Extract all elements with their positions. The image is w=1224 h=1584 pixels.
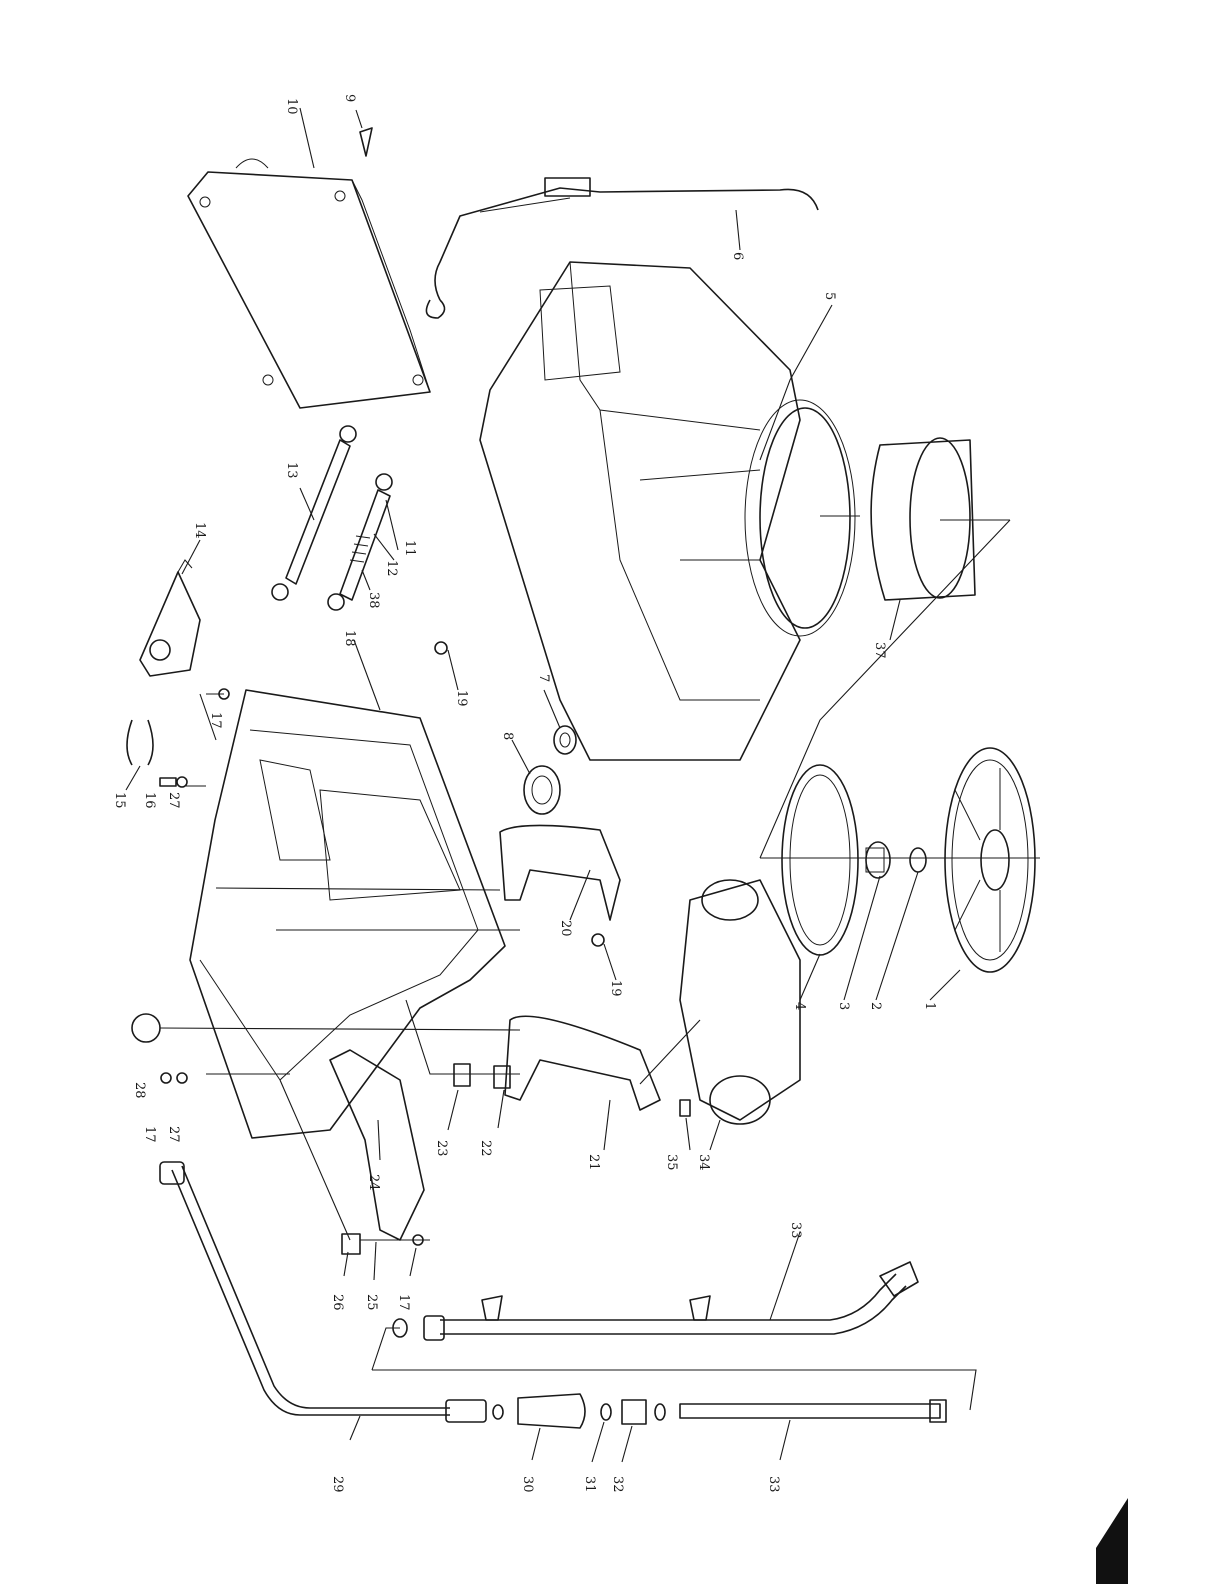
callout-15: 15 — [112, 792, 127, 809]
part-fasteners-left — [132, 689, 229, 1083]
callout-7: 7 — [536, 674, 551, 682]
assembly-center-lines — [160, 516, 1040, 1410]
callout-38: 38 — [366, 592, 381, 609]
part-side-bracket — [330, 1050, 424, 1254]
callout-11: 11 — [402, 540, 417, 557]
callout-36: 35 — [664, 1154, 679, 1171]
part-lid — [945, 748, 1035, 972]
callout-23: 23 — [434, 1140, 449, 1157]
callout-27-left: 27 — [166, 1126, 181, 1143]
callout-14: 14 — [192, 522, 207, 539]
part-bolt — [160, 778, 176, 786]
callout-17-left: 17 — [142, 1126, 157, 1143]
part-screw — [360, 128, 372, 156]
part-wand — [680, 1400, 946, 1422]
callout-5: 5 — [822, 292, 837, 300]
part-tank-neck — [745, 400, 855, 636]
callout-2: 2 — [868, 1002, 883, 1010]
callout-35: 34 — [696, 1154, 711, 1171]
part-fill-nut — [866, 842, 890, 878]
part-washer — [554, 726, 576, 754]
callout-13: 13 — [284, 462, 299, 479]
callout-10: 10 — [284, 98, 299, 115]
part-tank — [480, 262, 800, 760]
callout-leaders — [126, 108, 960, 1462]
callout-25: 25 — [364, 1294, 379, 1311]
part-spray-boom — [393, 1262, 918, 1340]
callout-12: 12 — [384, 560, 399, 577]
callout-1: 1 — [922, 1002, 937, 1010]
callout-19-top: 19 — [454, 690, 469, 707]
part-handle — [446, 1394, 585, 1428]
callout-8: 8 — [500, 732, 515, 740]
part-strainer — [871, 438, 975, 600]
callout-6: 6 — [730, 252, 745, 260]
part-spring-clip — [127, 720, 153, 765]
callout-33: 33 — [766, 1476, 781, 1493]
callout-17-top: 17 — [208, 712, 223, 729]
callout-31: 31 — [582, 1476, 597, 1493]
part-spring-rod — [328, 474, 392, 610]
part-gasket — [782, 765, 858, 955]
callout-30: 30 — [520, 1476, 535, 1493]
part-base-frame — [190, 690, 505, 1138]
callout-34: 33 — [788, 1222, 803, 1239]
callout-22: 22 — [478, 1140, 493, 1157]
part-rod — [272, 426, 356, 600]
part-cover-plate — [188, 159, 430, 408]
callout-3: 3 — [836, 1002, 851, 1010]
callout-28: 28 — [132, 1082, 147, 1099]
part-spacers — [454, 1064, 510, 1088]
part-pump — [680, 880, 800, 1124]
part-hose — [160, 1162, 450, 1415]
page-corner-mark — [1096, 1498, 1128, 1584]
callout-27-top: 27 — [166, 792, 181, 809]
callout-24: 24 — [366, 1174, 381, 1191]
part-o-ring — [910, 848, 926, 872]
callout-32: 32 — [610, 1476, 625, 1493]
callout-26: 26 — [330, 1294, 345, 1311]
part-shut-off-valve — [601, 1400, 665, 1424]
callout-37: 37 — [872, 642, 887, 659]
callout-18: 18 — [342, 630, 357, 647]
callout-29: 29 — [330, 1476, 345, 1493]
callout-21: 21 — [586, 1154, 601, 1171]
callout-16: 16 — [142, 792, 157, 809]
callout-4: 4 — [792, 1002, 807, 1010]
part-strap — [426, 178, 818, 318]
callout-20: 20 — [558, 920, 573, 937]
callout-9: 9 — [342, 94, 357, 102]
callout-17-bottom: 17 — [396, 1294, 411, 1311]
part-small-bolt — [680, 1100, 690, 1116]
part-bracket-lower — [505, 1016, 660, 1110]
part-bracket-upper — [500, 825, 620, 920]
callout-19-mid: 19 — [608, 980, 623, 997]
part-lever-assembly — [140, 560, 200, 676]
